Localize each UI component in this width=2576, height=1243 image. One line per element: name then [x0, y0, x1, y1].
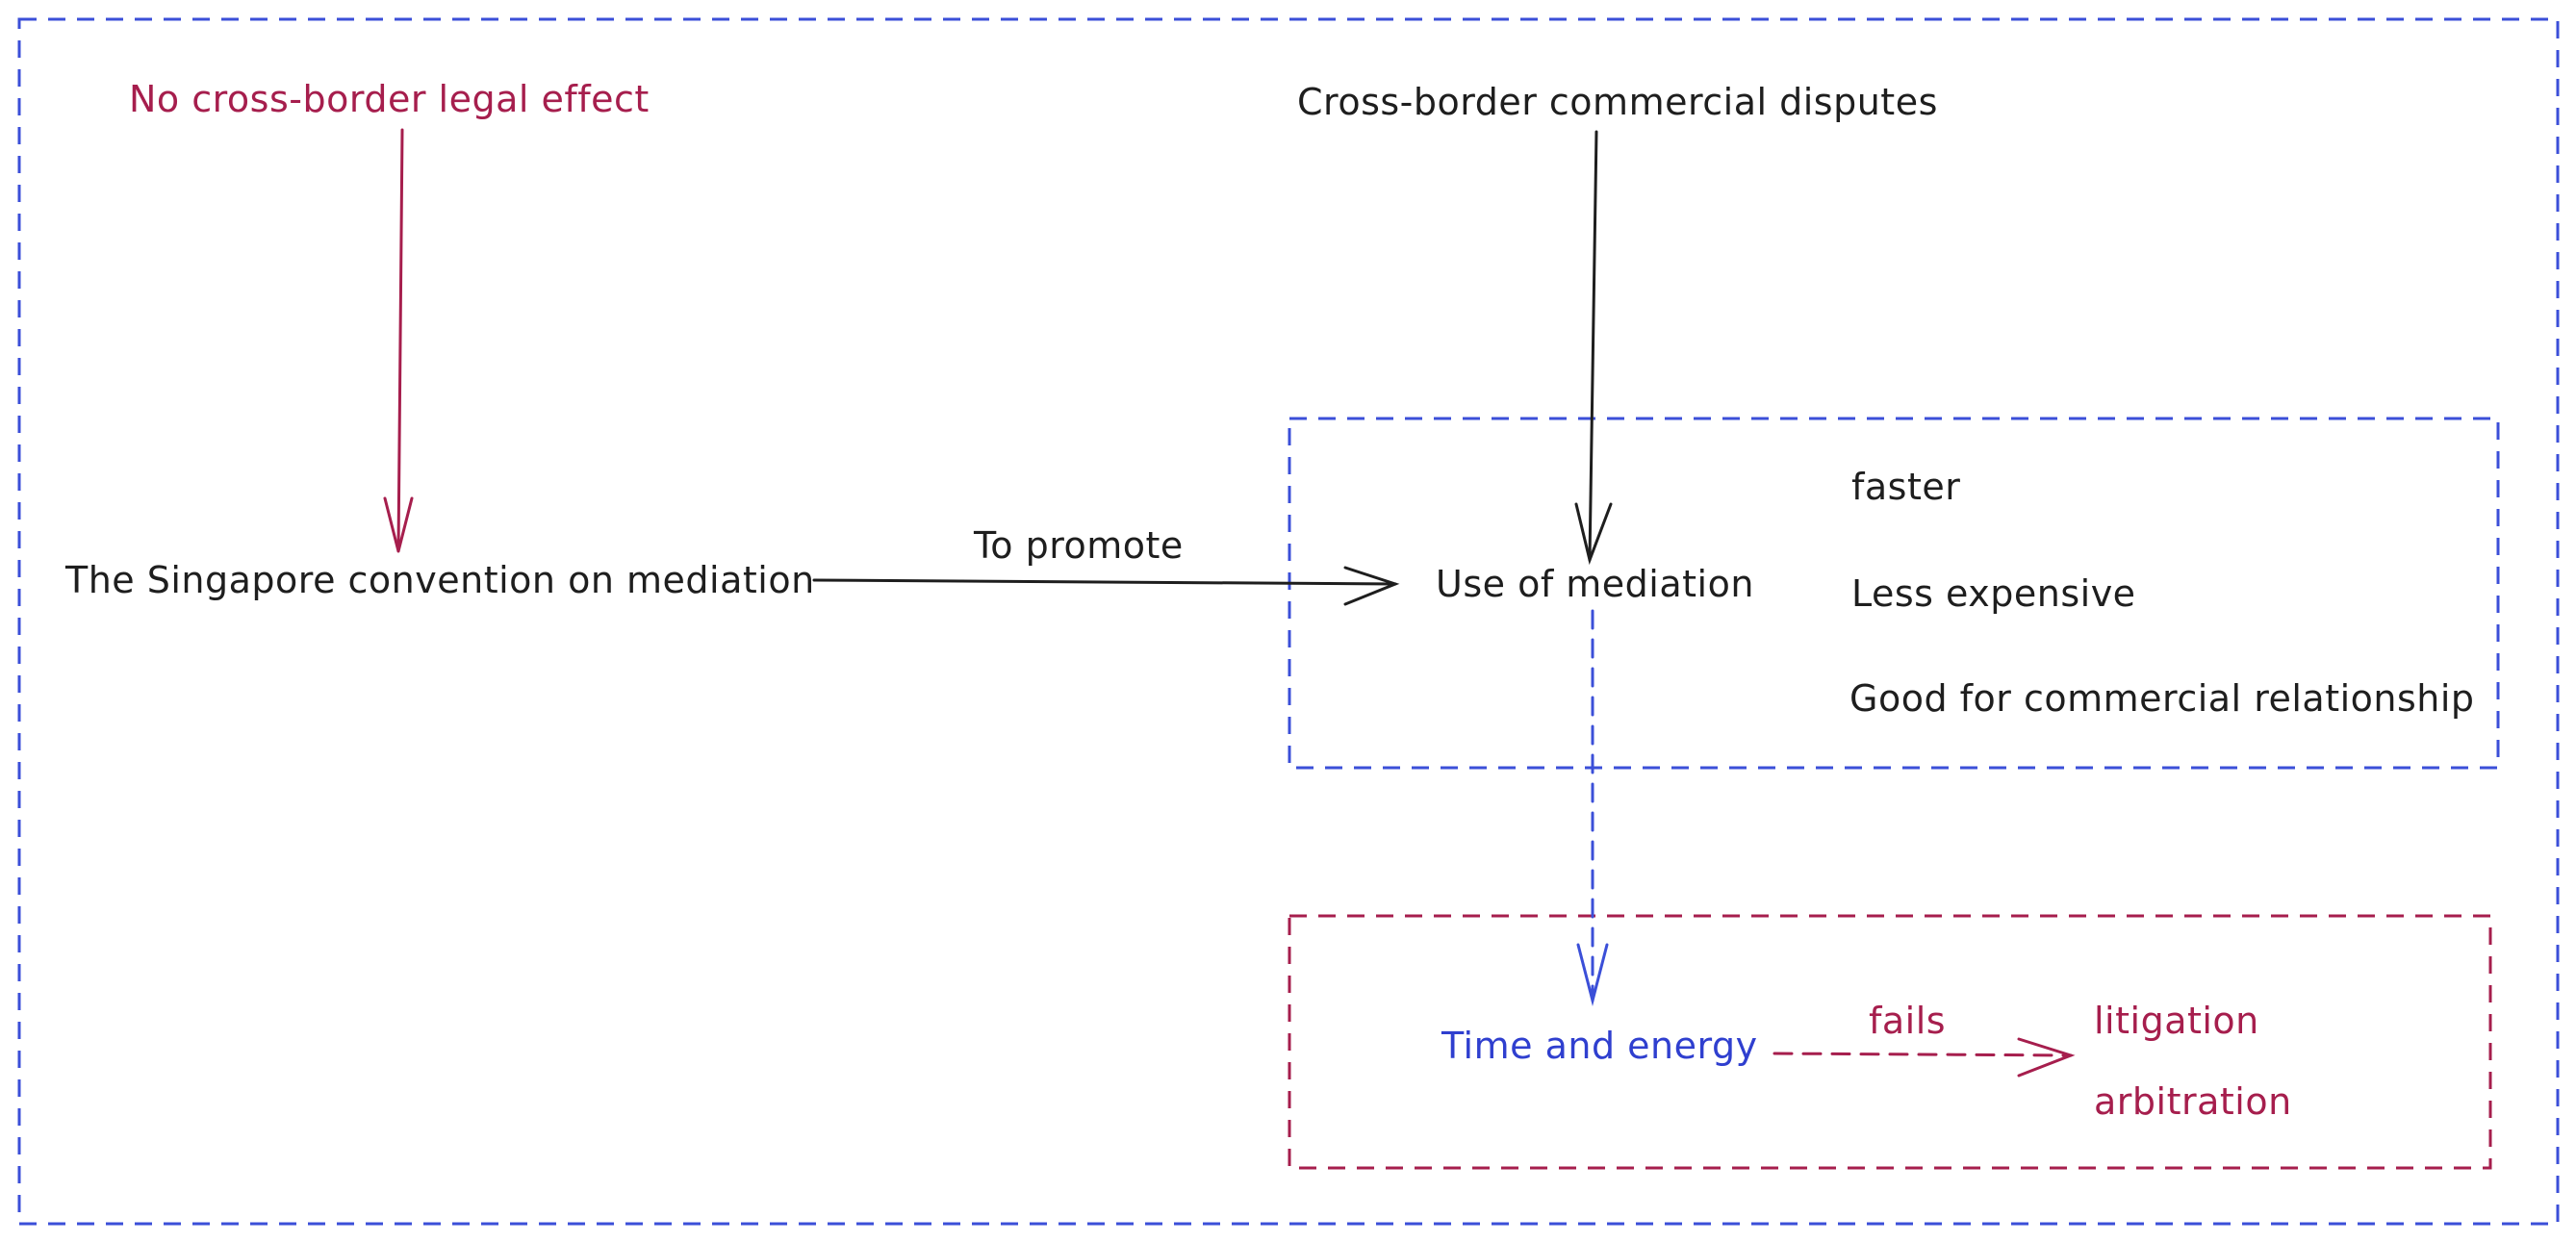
- use-of-mediation-label: Use of mediation: [1436, 563, 1754, 605]
- cross-border-disputes-label: Cross-border commercial disputes: [1297, 81, 1938, 123]
- benefit-faster: faster: [1851, 466, 1961, 508]
- benefit-less-expensive: Less expensive: [1851, 572, 2136, 615]
- arrow-fails: [1773, 1037, 2076, 1078]
- fallback-arbitration: arbitration: [2094, 1080, 2292, 1123]
- fails-label: fails: [1869, 1000, 1947, 1042]
- benefit-good-relationship: Good for commercial relationship: [1849, 677, 2475, 720]
- arrow-disputes-to-mediation: [1574, 130, 1613, 566]
- arrow-no-effect-to-convention: [383, 128, 414, 553]
- to-promote-label: To promote: [974, 524, 1184, 567]
- singapore-convention-label: The Singapore convention on mediation: [65, 559, 815, 601]
- fallback-litigation: litigation: [2094, 1000, 2259, 1042]
- arrow-mediation-to-time: [1576, 609, 1609, 1006]
- arrow-to-promote: [812, 566, 1400, 606]
- outer-frame: [17, 17, 2560, 1226]
- fallback-group-box: [1288, 914, 2492, 1170]
- no-cross-border-effect-label: No cross-border legal effect: [129, 78, 650, 120]
- time-and-energy-label: Time and energy: [1441, 1025, 1758, 1067]
